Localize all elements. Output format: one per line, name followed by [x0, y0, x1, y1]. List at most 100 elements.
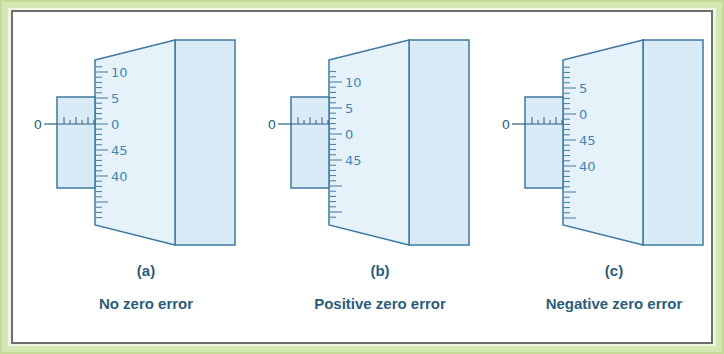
thimble-tick — [564, 186, 570, 187]
main-scale-tick — [550, 120, 551, 124]
thimble-tick — [564, 93, 570, 94]
thimble-bevel — [329, 40, 409, 245]
outer-border-band — [5, 5, 719, 349]
zero-leader — [278, 123, 291, 124]
thimble-number: 40 — [579, 160, 596, 173]
thimble-tick — [330, 102, 336, 103]
sleeve — [525, 97, 563, 188]
thimble-tick — [330, 154, 336, 155]
thimble-tick — [564, 124, 570, 125]
thimble-tick — [330, 191, 336, 192]
panel-letter: (b) — [370, 263, 389, 278]
thimble-number: 40 — [111, 170, 128, 183]
thimble-tick — [564, 207, 570, 208]
thimble-tick — [96, 160, 102, 161]
thimble-tick — [330, 160, 342, 161]
sleeve-zero: 0 — [502, 118, 510, 131]
thimble-tick — [564, 129, 570, 130]
thimble-tick — [330, 128, 336, 129]
thimble-number: 0 — [111, 118, 119, 131]
thimble-tick — [96, 118, 102, 119]
thimble-tick — [96, 176, 108, 177]
main-scale-tick — [304, 120, 305, 124]
thimble-tick — [330, 82, 342, 83]
thimble-tick — [330, 123, 336, 124]
thimble-tick — [330, 92, 336, 93]
thimble-tick — [96, 77, 102, 78]
thimble-tick — [96, 139, 102, 140]
thimble-tick — [564, 171, 570, 172]
main-scale-tick — [64, 117, 65, 124]
thimble-number: 0 — [579, 108, 587, 121]
main-scale-tick — [562, 120, 563, 124]
thimble-tick — [96, 82, 102, 83]
main-scale-tick — [538, 120, 539, 124]
thimble-bevel — [563, 40, 643, 245]
thimble-tick — [330, 71, 336, 72]
thimble-tick — [330, 76, 336, 77]
thimble-tick — [330, 201, 336, 202]
thimble-tick — [330, 165, 336, 166]
thimble-tick — [564, 134, 570, 135]
thimble-number: 45 — [579, 134, 596, 147]
thimble-tick — [564, 82, 570, 83]
thimble-tick — [96, 129, 102, 130]
thimble-tick — [96, 113, 102, 114]
thimble-tick — [564, 160, 570, 161]
thimble-tick — [564, 108, 570, 109]
panel-caption: No zero error — [99, 296, 193, 311]
micrometer-head — [44, 40, 235, 245]
main-scale-tick — [556, 117, 557, 124]
thimble-tick — [564, 114, 576, 115]
thimble-tick — [330, 180, 336, 181]
sleeve — [57, 97, 95, 188]
thimble-tick — [96, 170, 102, 171]
thimble-tick — [96, 186, 102, 187]
sleeve — [291, 97, 329, 188]
thimble-tick — [96, 103, 102, 104]
thimble-tick — [330, 139, 336, 140]
sleeve-zero: 0 — [34, 118, 42, 131]
thimble-tick — [564, 192, 576, 193]
thimble-tick — [564, 150, 570, 151]
thimble-tick — [330, 170, 336, 171]
thimble-tick — [330, 97, 336, 98]
main-scale-tick — [298, 117, 299, 124]
thimble-tick — [564, 103, 570, 104]
thimble-tick — [564, 202, 570, 203]
thimble-tick — [330, 206, 336, 207]
thimble-tick — [330, 149, 336, 150]
panel-letter: (c) — [605, 263, 623, 278]
thimble-tick — [96, 181, 102, 182]
thimble-tick — [564, 145, 570, 146]
thimble-tick — [96, 66, 102, 67]
thimble-tick — [564, 88, 576, 89]
thimble-tick — [96, 165, 102, 166]
zero-leader — [44, 123, 57, 124]
thimble-body — [409, 40, 469, 245]
thimble-tick — [96, 191, 102, 192]
main-scale-tick — [310, 117, 311, 124]
thimble-tick — [96, 150, 108, 151]
thimble-tick — [564, 98, 570, 99]
thimble-tick — [564, 72, 570, 73]
thimble-tick — [330, 196, 336, 197]
panel-letter: (a) — [137, 263, 155, 278]
thimble-tick — [96, 134, 102, 135]
thimble-number: 5 — [345, 102, 353, 115]
thimble-number: 5 — [579, 82, 587, 95]
thimble-number: 10 — [111, 66, 128, 79]
thimble-tick — [564, 119, 570, 120]
thimble-number: 45 — [111, 144, 128, 157]
thimble-tick — [564, 155, 570, 156]
thimble-tick — [564, 166, 576, 167]
thimble-tick — [330, 175, 336, 176]
thimble-tick — [96, 124, 108, 125]
thimble-tick — [564, 140, 576, 141]
main-scale-tick — [544, 117, 545, 124]
main-scale-tick — [532, 117, 533, 124]
thimble-tick — [96, 217, 102, 218]
panel-caption: Positive zero error — [314, 296, 446, 311]
main-scale-tick — [76, 117, 77, 124]
